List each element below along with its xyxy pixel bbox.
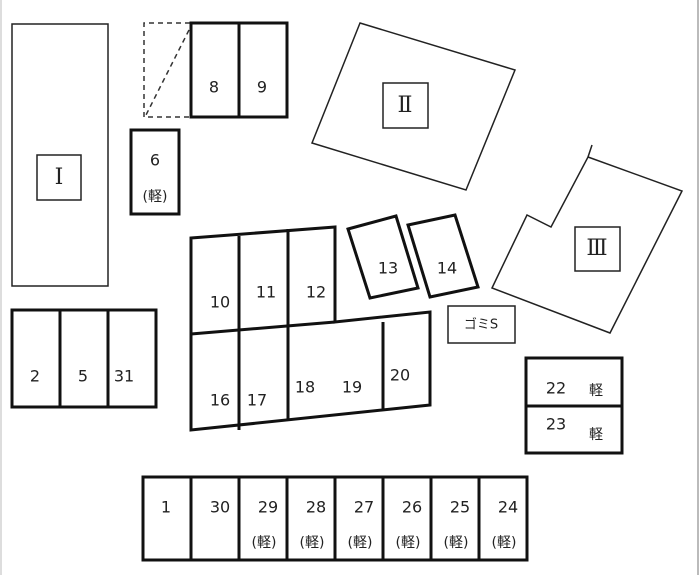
building-label: Ⅱ xyxy=(398,93,413,118)
space-28: 28 xyxy=(306,498,326,517)
kei-mark: (軽) xyxy=(300,535,325,551)
space-5: 5 xyxy=(78,367,88,386)
parking-space-13: 13 xyxy=(346,214,420,300)
space-19: 19 xyxy=(342,378,362,397)
space-12: 12 xyxy=(306,283,326,302)
building-label: Ⅲ xyxy=(586,236,607,261)
space-31: 31 xyxy=(114,367,134,386)
parking-space-group-2-5-31: 2 5 31 xyxy=(10,308,158,409)
space-25: 25 xyxy=(450,498,470,517)
kei-mark: 軽 xyxy=(589,427,603,443)
dashed-area xyxy=(143,22,190,118)
kei-mark: (軽) xyxy=(396,535,421,551)
space-13: 13 xyxy=(378,259,398,278)
space-22: 22 xyxy=(546,379,566,398)
building-label-box xyxy=(382,82,429,129)
building-3: Ⅲ xyxy=(490,144,684,334)
space-2: 2 xyxy=(30,367,40,386)
building-label-box xyxy=(36,154,82,201)
parking-space-group-8-9: 8 9 xyxy=(189,21,289,119)
space-29: 29 xyxy=(258,498,278,517)
kei-mark: (軽) xyxy=(492,535,517,551)
kei-mark: (軽) xyxy=(444,535,469,551)
building-label: Ⅰ xyxy=(55,165,64,190)
building-1: Ⅰ xyxy=(11,23,109,287)
space-9: 9 xyxy=(257,78,267,97)
space-16: 16 xyxy=(210,391,230,410)
space-1: 1 xyxy=(161,498,171,517)
parking-space-group-22-23: 22 軽 23 軽 xyxy=(524,356,624,455)
building-2: Ⅱ xyxy=(311,22,517,191)
space-20: 20 xyxy=(390,366,410,385)
space-18: 18 xyxy=(295,378,315,397)
parking-block-central: 10 11 12 16 17 18 19 20 xyxy=(189,225,432,432)
parking-space-14: 14 xyxy=(406,213,480,299)
garbage-station: ゴミS xyxy=(447,305,516,344)
space-23: 23 xyxy=(546,415,566,434)
space-10: 10 xyxy=(210,293,230,312)
kei-mark: 軽 xyxy=(589,383,603,399)
building-label-box xyxy=(574,226,621,272)
space-17: 17 xyxy=(247,391,267,410)
space-8: 8 xyxy=(209,78,219,97)
space-24: 24 xyxy=(498,498,518,517)
space-6: 6 xyxy=(150,151,160,170)
parking-row-bottom: 1 30 29 28 27 26 25 24 (軽) (軽) (軽) (軽) (… xyxy=(141,475,529,562)
kei-mark: (軽) xyxy=(348,535,373,551)
garbage-label: ゴミS xyxy=(464,317,498,333)
kei-mark: (軽) xyxy=(143,189,168,205)
kei-mark: (軽) xyxy=(252,535,277,551)
space-27: 27 xyxy=(354,498,374,517)
space-11: 11 xyxy=(256,283,276,302)
space-26: 26 xyxy=(402,498,422,517)
space-14: 14 xyxy=(437,259,457,278)
space-30: 30 xyxy=(210,498,230,517)
parking-space-6: 6 (軽) xyxy=(129,128,181,216)
